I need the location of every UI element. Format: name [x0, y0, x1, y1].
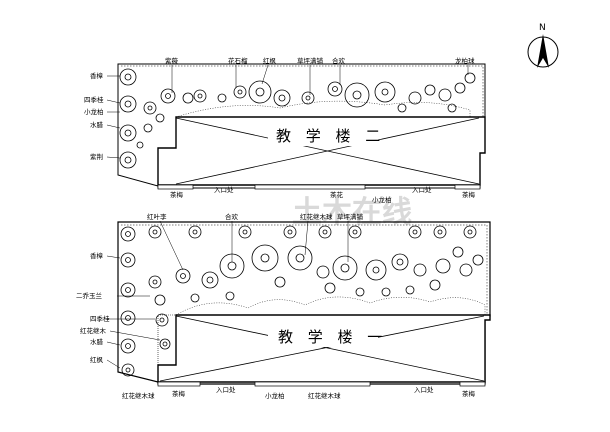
- bottom-bottom-label-3: 小龙柏: [265, 391, 285, 400]
- bottom-label-3: 草坪满铺: [337, 212, 364, 221]
- bottom-bottom-label-4: 红花继木球: [308, 391, 341, 400]
- top-left-label-4: 紫荆: [90, 152, 103, 161]
- bottom-bottom-label-5: 入口处: [414, 385, 434, 394]
- watermark-text: 土木在线: [292, 195, 412, 230]
- top-label-3: 草坪满铺: [297, 56, 324, 65]
- north-arrow-icon: N: [527, 23, 559, 68]
- top-label-5: 龙柏球: [455, 56, 475, 65]
- top-bottom-label-4: 入口处: [412, 185, 432, 194]
- bottom-bottom-label-6: 茶梅: [462, 389, 476, 398]
- bottom-trees: [120, 225, 484, 377]
- top-plan: 教 学 楼 二: [84, 56, 486, 204]
- bottom-label-0: 红叶李: [147, 212, 167, 221]
- top-left-label-0: 香樟: [90, 71, 104, 80]
- top-label-4: 合欢: [332, 56, 346, 65]
- bottom-left-label-4: 水腊: [90, 337, 104, 346]
- top-left-label-1: 四季桂: [84, 95, 104, 104]
- top-bottom-label-0: 茶梅: [170, 190, 184, 199]
- bottom-bottom-label-1: 茶梅: [172, 389, 186, 398]
- top-left-label-3: 水腊: [90, 120, 104, 129]
- bottom-bottom-label-0: 红花继木球: [122, 391, 155, 400]
- building-1: 教 学 楼 一: [157, 314, 491, 383]
- bottom-label-2: 红花继木球: [300, 212, 333, 221]
- bottom-left-label-2: 四季桂: [90, 314, 110, 323]
- bottom-left-label-0: 香樟: [90, 251, 104, 260]
- top-label-0: 紫薇: [165, 56, 179, 65]
- bottom-left-label-3: 红花继木: [80, 326, 107, 335]
- bottom-label-1: 合欢: [225, 212, 239, 221]
- top-bottom-label-3: 小龙柏: [372, 195, 392, 204]
- top-label-2: 红枫: [263, 56, 277, 65]
- north-label: N: [539, 23, 546, 33]
- top-left-label-2: 小龙柏: [84, 107, 104, 116]
- building-2-name: 教 学 楼 二: [276, 127, 385, 145]
- top-bottom-label-5: 茶梅: [462, 190, 476, 199]
- top-bottom-label-2: 茶花: [330, 190, 344, 199]
- top-bottom-label-1: 入口处: [214, 185, 234, 194]
- bottom-left-label-1: 二乔玉兰: [76, 291, 103, 300]
- top-trees: [119, 68, 476, 169]
- building-1-name: 教 学 楼 一: [278, 328, 387, 346]
- bottom-left-label-5: 红枫: [90, 355, 104, 364]
- bottom-bottom-label-2: 入口处: [216, 385, 236, 394]
- top-label-1: 花石榴: [228, 56, 248, 65]
- building-2: 教 学 楼 二: [157, 116, 486, 186]
- bottom-plan: 教 学 楼 一: [76, 212, 491, 400]
